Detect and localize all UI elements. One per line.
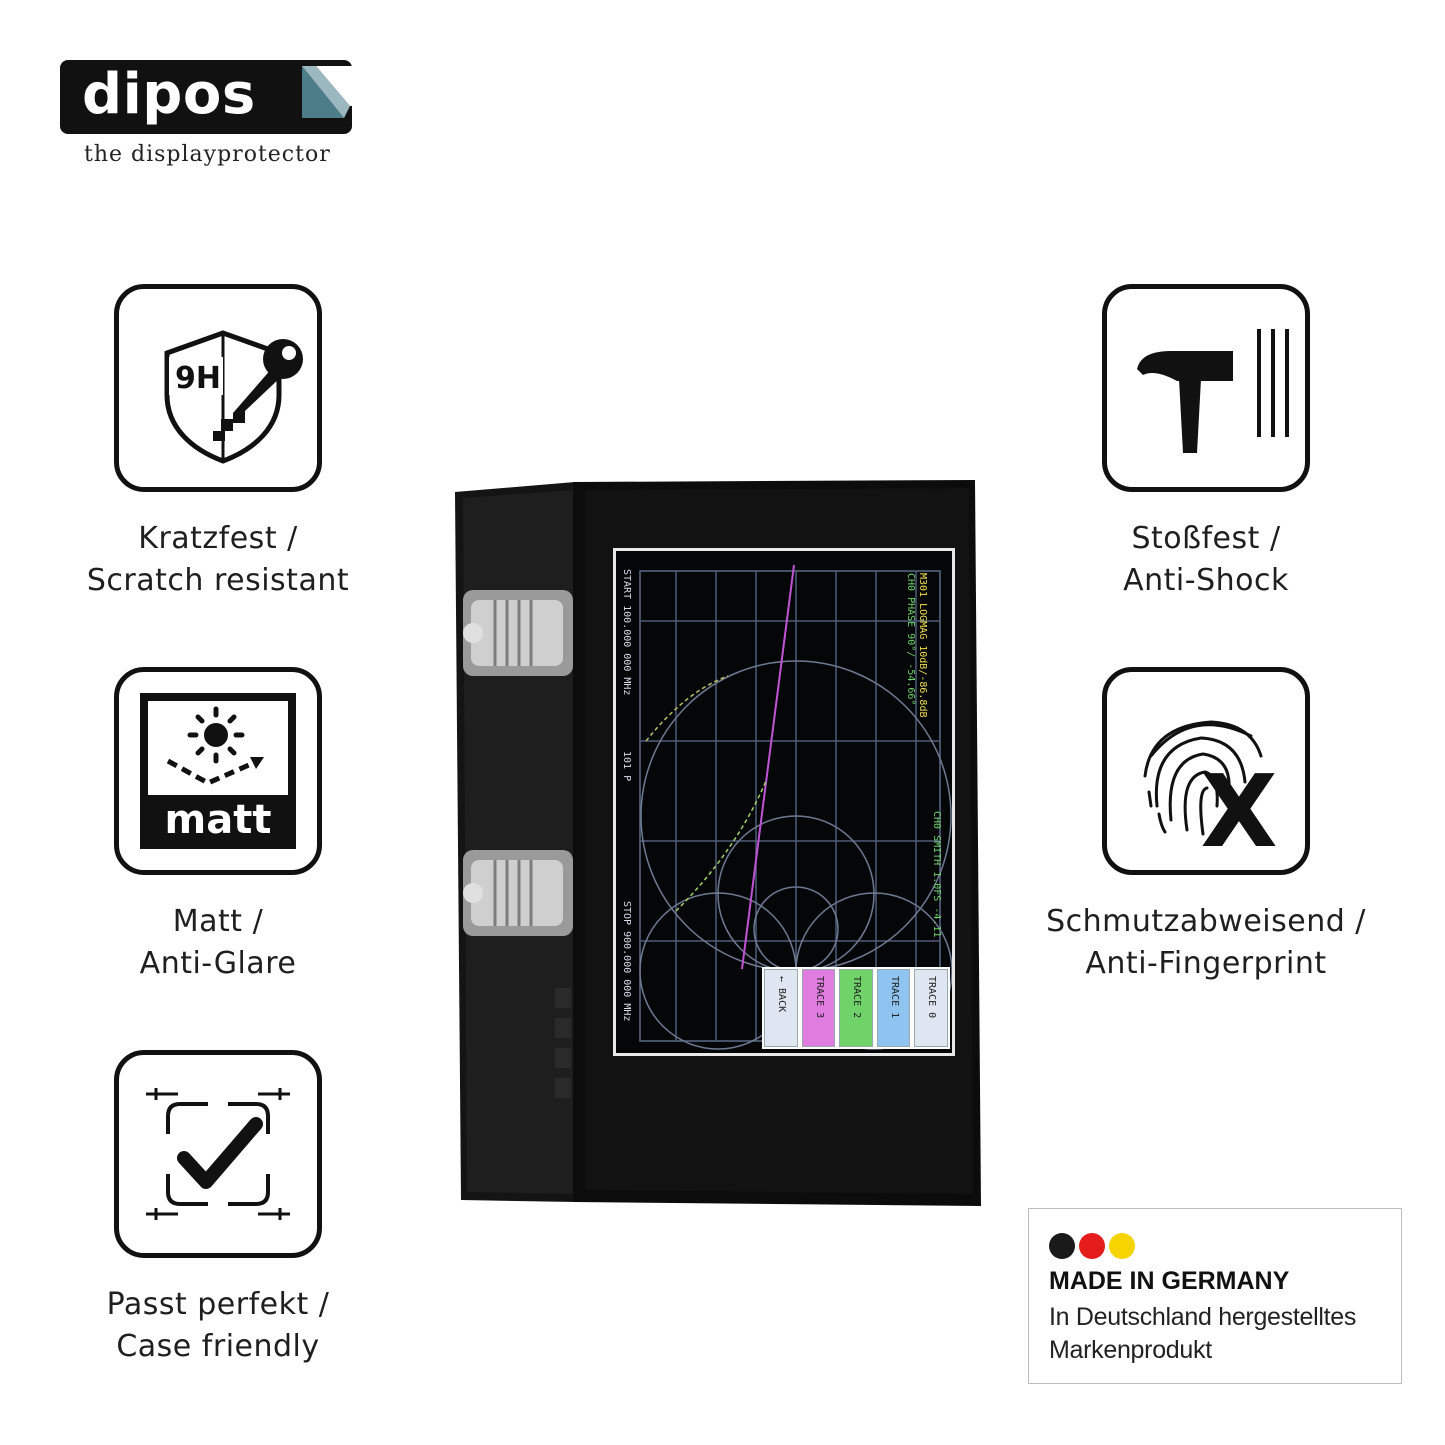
icon-frame: 9H bbox=[114, 284, 322, 492]
brand-name: dipos bbox=[82, 62, 256, 127]
screen-menu-label: TRACE 3 bbox=[813, 976, 825, 1019]
screen-menu-item[interactable]: TRACE 2 bbox=[839, 969, 873, 1047]
flag-dot-black bbox=[1049, 1233, 1075, 1259]
feature-title-de: Schmutzabweisend / bbox=[1046, 904, 1366, 939]
screen-start-label: START 100.000 000 MHz bbox=[621, 569, 632, 696]
feature-matt: matt Matt / Anti-Glare bbox=[58, 667, 378, 985]
flag-dot-red bbox=[1079, 1233, 1105, 1259]
feature-title-de: Stoßfest / bbox=[1131, 521, 1281, 556]
screen-trace-header-3: CH0 SMITH 1.0FS -4.11 bbox=[931, 811, 942, 938]
screen-menu-label: TRACE 1 bbox=[888, 976, 900, 1019]
svg-text:X: X bbox=[1200, 753, 1277, 856]
feature-case: Passt perfekt / Case friendly bbox=[58, 1050, 378, 1368]
screen-menu: TRACE 0 TRACE 1 TRACE 2 TRACE 3 ← BACK bbox=[762, 967, 950, 1049]
smith-chart-display bbox=[639, 564, 952, 1050]
hammer-icon bbox=[1137, 329, 1289, 453]
screen-trace-header-1: M301 LOGMAG 10dB/-86.8dB bbox=[917, 573, 928, 718]
screen-stop-label: STOP 900.000 000 MHz bbox=[621, 901, 632, 1022]
screen-menu-label: ← BACK bbox=[776, 976, 788, 1013]
sun-matt-icon: matt bbox=[140, 693, 296, 849]
svg-text:9H: 9H bbox=[175, 361, 221, 396]
brand-logo: dipos the displayprotector bbox=[60, 60, 360, 180]
feature-title-en: Anti-Fingerprint bbox=[1085, 946, 1327, 981]
screen-menu-label: TRACE 2 bbox=[851, 976, 863, 1019]
feature-title-en: Anti-Shock bbox=[1123, 563, 1289, 598]
device-screen-bezel: START 100.000 000 MHz 101 P STOP 900.000… bbox=[613, 548, 955, 1056]
icon-frame bbox=[1102, 284, 1310, 492]
flag-dot-gold bbox=[1109, 1233, 1135, 1259]
screen-points-label: 101 P bbox=[621, 751, 632, 782]
feature-title-en: Case friendly bbox=[116, 1329, 320, 1364]
feature-fingerprint: X Schmutzabweisend / Anti-Fingerprint bbox=[1010, 667, 1402, 985]
feature-title-en: Anti-Glare bbox=[139, 946, 297, 981]
brand-tagline: the displayprotector bbox=[84, 142, 331, 167]
made-in-germany-badge: MADE IN GERMANY In Deutschland hergestel… bbox=[1028, 1208, 1402, 1384]
feature-title-en: Scratch resistant bbox=[86, 563, 350, 598]
sma-connector-bottom bbox=[463, 850, 573, 936]
screen-menu-item[interactable]: TRACE 3 bbox=[801, 969, 836, 1047]
checkmark-frame-icon bbox=[146, 1088, 290, 1220]
screen-trace-header-2: CH0 PHASE 90°/ -54.66° bbox=[905, 573, 916, 706]
made-in-germany-title: MADE IN GERMANY bbox=[1049, 1267, 1290, 1295]
fingerprint-x-icon: X bbox=[1143, 720, 1278, 856]
feature-title-de: Passt perfekt / bbox=[106, 1287, 330, 1322]
feature-shock: Stoßfest / Anti-Shock bbox=[1046, 284, 1366, 602]
icon-frame bbox=[114, 1050, 322, 1258]
screen-menu-item[interactable]: TRACE 0 bbox=[914, 969, 948, 1047]
sma-connector-top bbox=[463, 590, 573, 676]
shield-key-9h-icon: 9H bbox=[164, 330, 303, 464]
icon-frame: matt bbox=[114, 667, 322, 875]
screen-menu-label: TRACE 0 bbox=[926, 976, 938, 1019]
svg-text:matt: matt bbox=[165, 797, 272, 843]
feature-title-de: Kratzfest / bbox=[138, 521, 298, 556]
icon-frame: X bbox=[1102, 667, 1310, 875]
feature-scratch: 9H Kratzfest / Scratch resistant bbox=[58, 284, 378, 602]
screen-menu-item[interactable]: ← BACK bbox=[764, 969, 798, 1047]
feature-title-de: Matt / bbox=[172, 904, 264, 939]
logo-page-corner-icon bbox=[302, 66, 352, 118]
screen-menu-item[interactable]: TRACE 1 bbox=[876, 969, 911, 1047]
device-screen: START 100.000 000 MHz 101 P STOP 900.000… bbox=[616, 551, 952, 1053]
germany-flag-dots-icon bbox=[1049, 1233, 1135, 1259]
product-device: START 100.000 000 MHz 101 P STOP 900.000… bbox=[455, 478, 983, 1208]
made-in-germany-subtitle: In Deutschland hergestelltes Markenprodu… bbox=[1049, 1303, 1357, 1364]
logo-badge: dipos bbox=[60, 60, 352, 134]
